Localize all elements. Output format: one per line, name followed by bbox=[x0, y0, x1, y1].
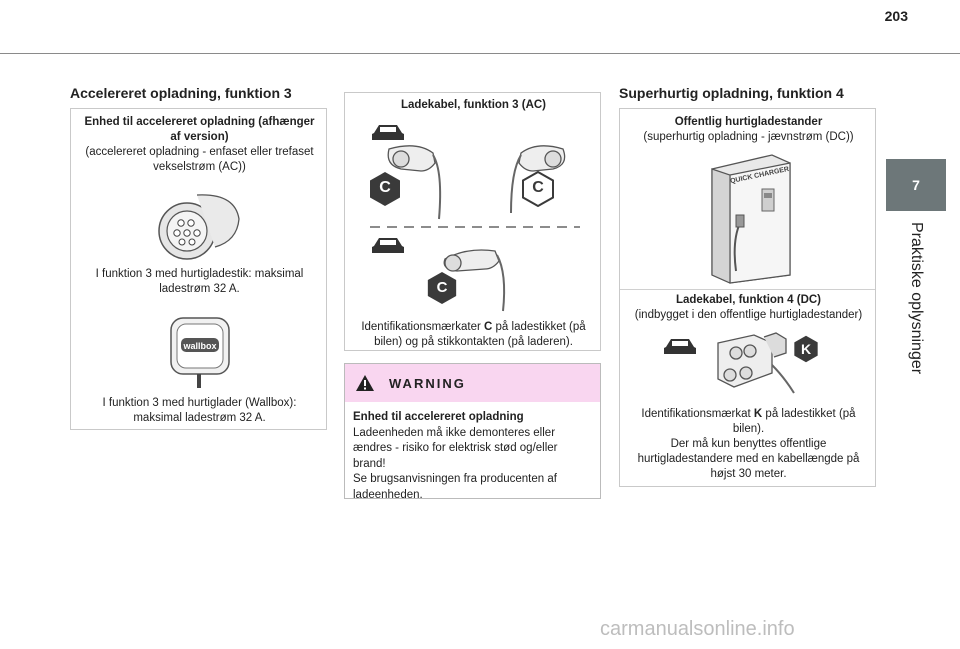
chapter-label: Praktiske oplysninger bbox=[908, 222, 925, 375]
warning-header: WARNING bbox=[345, 364, 600, 402]
badge-k-letter: K bbox=[800, 341, 812, 357]
mode4-box: Offentlig hurtigladestander (superhurtig… bbox=[619, 108, 876, 487]
caption-pre: Identifikationsmærkater bbox=[361, 321, 485, 333]
caption-wallbox: I funktion 3 med hurtiglader (Wallbox): … bbox=[102, 397, 297, 424]
chapter-tab[interactable]: 7 bbox=[886, 159, 946, 211]
car-icon bbox=[372, 125, 404, 140]
wallbox-logo: wallbox bbox=[182, 341, 216, 351]
warning-text-2: Se brugsanvisningen fra producenten af l… bbox=[353, 473, 557, 501]
badge-k-icon bbox=[794, 335, 818, 363]
type2-socket-image bbox=[158, 194, 240, 260]
box-title: Ladekabel, funktion 3 (AC) bbox=[400, 99, 547, 111]
box-title: Offentlig hurtigladestander bbox=[674, 116, 823, 128]
wallbox-image: wallbox bbox=[170, 317, 230, 388]
section-heading-mode4: Superhurtig opladning, funktion 4 bbox=[619, 85, 844, 101]
quick-charger-station-image: QUICK CHARGER bbox=[711, 154, 791, 284]
type2-plugs-image bbox=[387, 145, 566, 220]
car-icon bbox=[664, 339, 696, 354]
caption-pre: Identifikationsmærkat bbox=[641, 408, 754, 420]
warning-box: WARNING Enhed til accelereret opladning … bbox=[344, 363, 601, 501]
badge-c-filled-icon bbox=[370, 172, 400, 206]
cable-subtitle: (indbygget i den offentlige hurtigladest… bbox=[634, 309, 863, 321]
page-number: 203 bbox=[884, 8, 908, 24]
section-heading-mode3: Accelereret opladning, funktion 3 bbox=[70, 85, 292, 101]
caption-bold: C bbox=[484, 321, 493, 333]
warning-triangle-icon bbox=[356, 375, 374, 391]
badge-c-lower-icon bbox=[427, 271, 457, 305]
mode3-cable-box: Ladekabel, funktion 3 (AC) C C bbox=[344, 92, 601, 351]
warning-bold-line: Enhed til accelereret opladning bbox=[353, 411, 524, 423]
badge-c-letter: C bbox=[379, 179, 391, 196]
car-icon-lower bbox=[372, 238, 404, 253]
type2-plug-lower-image bbox=[443, 249, 506, 312]
caption-k-labels: Identifikationsmærkat K på ladestikket (… bbox=[641, 408, 855, 435]
chapter-label-container: Praktiske oplysninger bbox=[886, 222, 946, 382]
top-rule bbox=[0, 53, 960, 54]
caption-bold: K bbox=[753, 408, 763, 420]
caption-post: på ladestikket (på bilen) og på stikkont… bbox=[374, 321, 586, 348]
ccs-plug-image bbox=[717, 332, 795, 394]
mode3-charging-unit-box: Enhed til accelereret opladning (afhænge… bbox=[70, 108, 327, 430]
cable-title: Ladekabel, funktion 4 (DC) bbox=[675, 294, 822, 306]
badge-c-lower-letter: C bbox=[436, 279, 448, 296]
dashed-separator bbox=[370, 226, 580, 228]
warning-title: WARNING bbox=[389, 375, 466, 391]
box-subtitle: (superhurtig opladning - jævnstrøm (DC)) bbox=[643, 131, 854, 143]
box-title: Enhed til accelereret opladning (afhænge… bbox=[84, 116, 315, 143]
watermark: carmanualsonline.info bbox=[600, 618, 795, 640]
caption-socket: I funktion 3 med hurtigladestik: maksima… bbox=[95, 268, 304, 295]
badge-c-outline-letter: C bbox=[532, 179, 544, 196]
warning-text-1: Ladeenheden må ikke demonteres eller ænd… bbox=[353, 426, 558, 470]
caption-post: på ladestikket (på bilen). bbox=[732, 408, 856, 435]
caption-c-labels: Identifikationsmærkater C på ladestikket… bbox=[353, 320, 594, 350]
section-divider bbox=[620, 289, 875, 290]
badge-c-outline-icon bbox=[522, 171, 554, 207]
box-subtitle: (accelereret opladning - enfaset eller t… bbox=[85, 146, 314, 173]
caption-cable-length: Der må kun benyttes offentlige hurtiglad… bbox=[637, 438, 860, 480]
